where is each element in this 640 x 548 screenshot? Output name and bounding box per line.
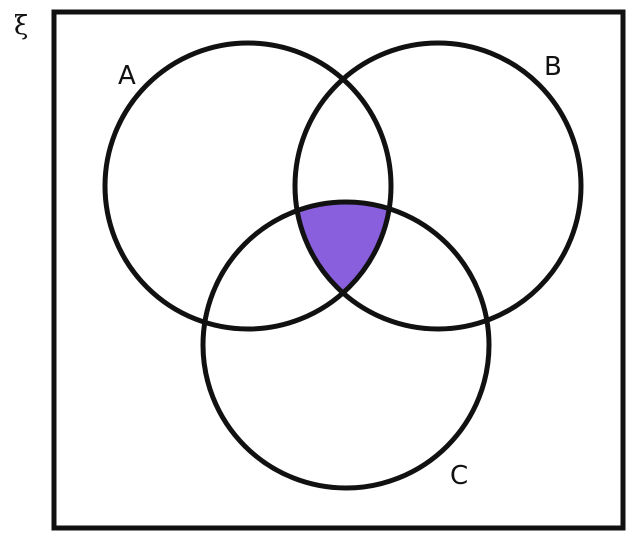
set-b-label: B	[544, 52, 562, 82]
universal-set-symbol: ξ	[14, 11, 28, 41]
set-c-circle	[200, 199, 492, 491]
set-b-circle	[292, 40, 584, 332]
set-a-label: A	[118, 61, 136, 91]
set-c-label: C	[450, 461, 468, 491]
universal-set-frame	[51, 9, 626, 531]
set-a-circle	[102, 40, 394, 332]
